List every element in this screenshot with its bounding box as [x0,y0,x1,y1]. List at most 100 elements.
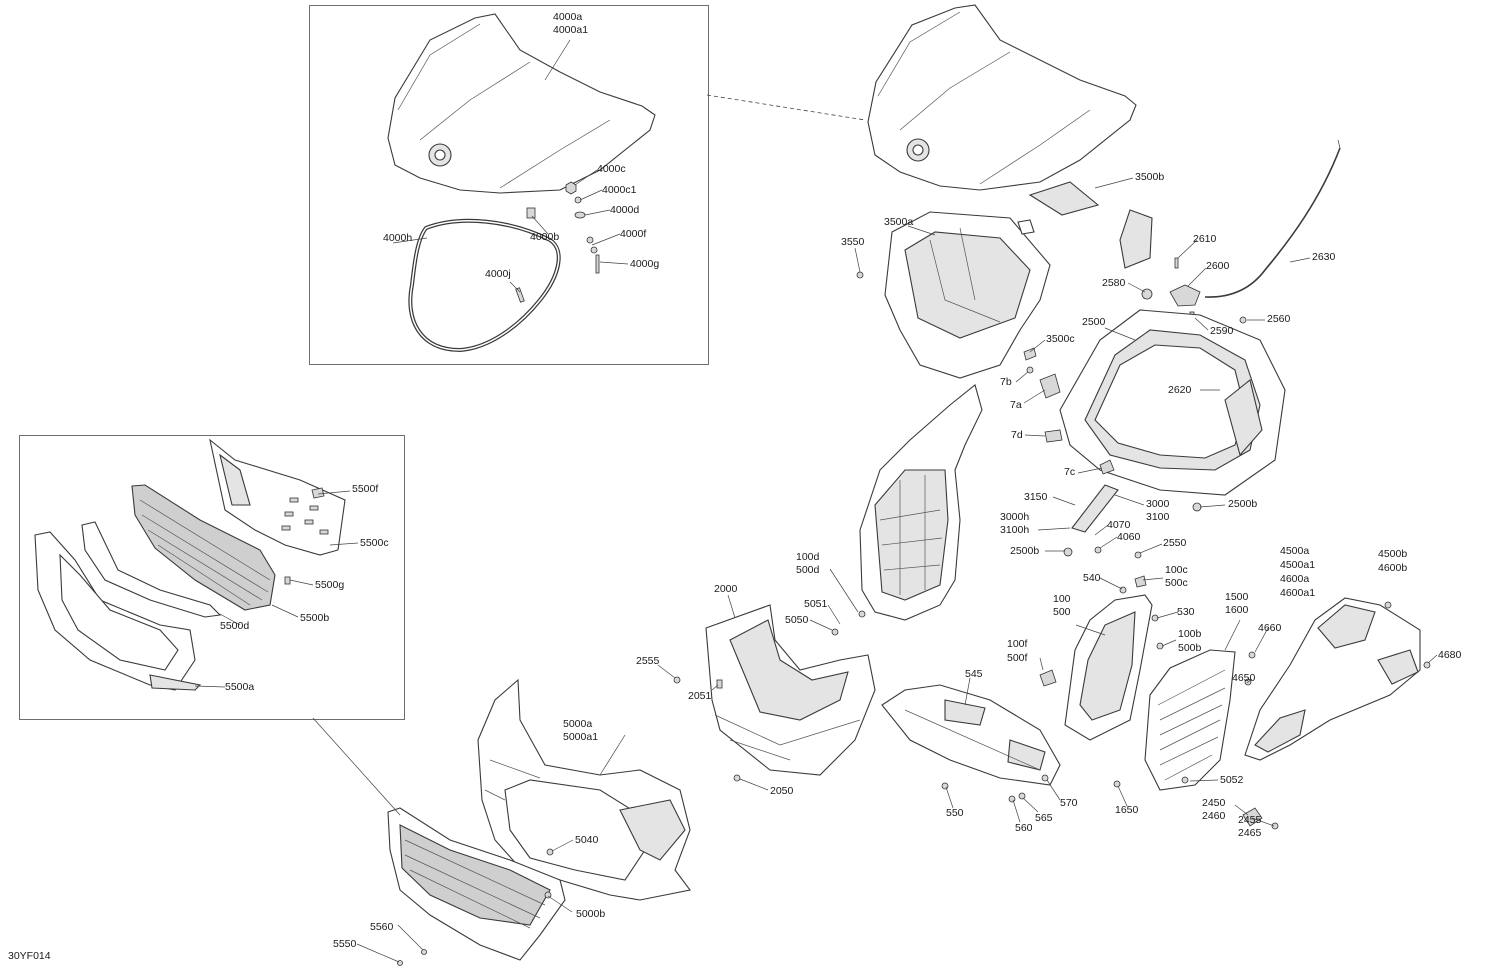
label-2600: 2600 [1206,260,1230,272]
side-panel-100d-shape [859,384,983,621]
label-540: 540 [1083,572,1101,584]
label-2460: 2460 [1202,810,1226,822]
grille-panel-1500-shape [1144,649,1236,791]
label-3100h: 3100h [1000,524,1030,536]
label-5500a: 5500a [225,681,255,693]
seat-hardware-inset [526,181,600,274]
label-7a: 7a [1010,399,1022,411]
label-4500a: 4500a [1280,545,1310,557]
label-2620: 2620 [1168,384,1192,396]
label-2500: 2500 [1082,316,1106,328]
label-5000b: 5000b [576,908,606,920]
label-100f: 100f [1007,638,1028,650]
front-fascia-5000a-shape [477,678,691,901]
inset-leaders [392,39,629,293]
label-4650: 4650 [1232,672,1256,684]
label-2590: 2590 [1210,325,1234,337]
small-parts-7-shape [1023,347,1115,475]
label-4000b: 4000b [530,231,560,243]
label-2050: 2050 [770,785,794,797]
seal-4000h-inset-shape [408,218,561,353]
seat-connector-line [706,94,866,121]
label-4000a: 4000a [553,11,583,23]
grille-connector-line [312,717,401,816]
label-5500f: 5500f [352,483,379,495]
label-2455: 2455 [1238,814,1262,826]
label-4600a1: 4600a1 [1280,587,1316,599]
label-2450: 2450 [1202,797,1226,809]
bracket-3000-shape [1063,484,1202,559]
label-545: 545 [965,668,983,680]
label-5040: 5040 [575,834,599,846]
label-2051: 2051 [688,690,712,702]
label-500f: 500f [1007,652,1028,664]
label-100b: 100b [1178,628,1202,640]
label-7d: 7d [1011,429,1023,441]
label-3500a: 3500a [884,216,914,228]
label-5050: 5050 [785,614,809,626]
diagram-reference-code: 30YF014 [8,950,51,962]
label-2560: 2560 [1267,313,1291,325]
label-3500b: 3500b [1135,171,1165,183]
label-4000c1: 4000c1 [602,184,637,196]
label-550: 550 [946,807,964,819]
latch-2600-shape [1141,257,1201,323]
label-565: 565 [1035,812,1053,824]
label-100d: 100d [796,551,820,563]
grille-detail-inset [19,435,405,720]
label-4500a1: 4500a1 [1280,559,1316,571]
label-5052: 5052 [1220,774,1244,786]
front-panel-100-shape [1064,594,1153,741]
label-4500b: 4500b [1378,548,1408,560]
skid-plate-545-shape [881,684,1061,786]
label-4000g: 4000g [630,258,660,270]
label-4060: 4060 [1117,531,1141,543]
label-530: 530 [1177,606,1195,618]
label-100: 100 [1053,593,1071,605]
inset-mesh-5500b-shape [131,484,291,611]
label-5051: 5051 [804,598,828,610]
label-5560: 5560 [370,921,394,933]
label-5500b: 5500b [300,612,330,624]
label-3500c: 3500c [1046,333,1075,345]
label-500: 500 [1053,606,1071,618]
label-570: 570 [1060,797,1078,809]
label-3150: 3150 [1024,491,1048,503]
label-4000c: 4000c [597,163,626,175]
label-4660: 4660 [1258,622,1282,634]
label-4680: 4680 [1438,649,1462,661]
inset-bezel-5500a-shape [34,531,202,691]
label-3000h: 3000h [1000,511,1030,523]
label-1600: 1600 [1225,604,1249,616]
label-4000f: 4000f [620,228,647,240]
label-4000d: 4000d [610,204,640,216]
label-7b: 7b [1000,376,1012,388]
side-cover-4500-shape [1244,597,1421,761]
label-4600a: 4600a [1280,573,1310,585]
label-2500b-left: 2500b [1010,545,1040,557]
label-4600b: 4600b [1378,562,1408,574]
label-2555: 2555 [636,655,660,667]
label-500b: 500b [1178,642,1202,654]
label-2580: 2580 [1102,277,1126,289]
label-7c: 7c [1064,466,1076,478]
label-2630: 2630 [1312,251,1336,263]
label-2550: 2550 [1163,537,1187,549]
label-1650: 1650 [1115,804,1139,816]
bracket-2450-shape [1242,601,1431,830]
label-100c: 100c [1165,564,1188,576]
label-5000a1: 5000a1 [563,731,599,743]
support-frame-2500-shape [1059,309,1286,496]
label-4000h: 4000h [383,232,413,244]
label-3550: 3550 [841,236,865,248]
label-5000a: 5000a [563,718,593,730]
label-500d: 500d [796,564,820,576]
label-3100: 3100 [1146,511,1170,523]
seat-detail-inset [309,5,709,365]
label-1500: 1500 [1225,591,1249,603]
label-5500d: 5500d [220,620,250,632]
label-2465: 2465 [1238,827,1262,839]
label-2500b-right: 2500b [1228,498,1258,510]
